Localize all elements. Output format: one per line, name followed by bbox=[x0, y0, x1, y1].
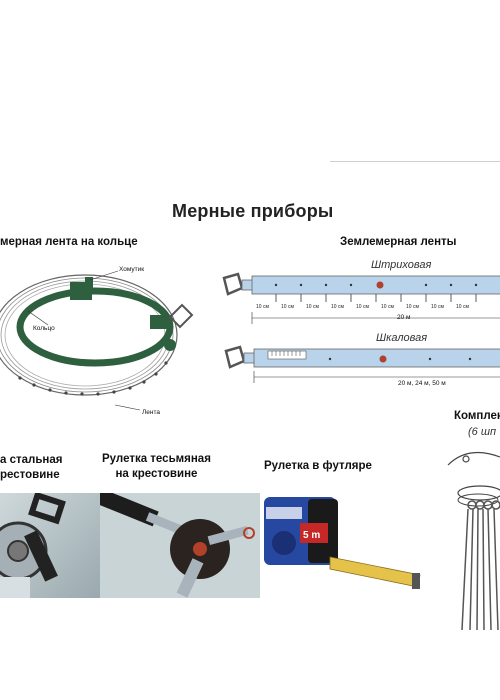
svg-text:10 см: 10 см bbox=[331, 304, 344, 310]
pins-kit-illustration bbox=[447, 451, 500, 631]
svg-text:10 см: 10 см bbox=[256, 304, 269, 310]
svg-text:10 см: 10 см bbox=[406, 304, 419, 310]
top-divider bbox=[330, 161, 500, 162]
ring-tape-heading: мерная лента на кольце bbox=[0, 236, 138, 248]
scale-tape-illustration bbox=[224, 345, 500, 383]
stroke-tape-type: Штриховая bbox=[371, 259, 432, 271]
steel-tape-label-line2: рестовине bbox=[0, 469, 60, 481]
case-tape-badge: 5 m bbox=[303, 530, 321, 541]
fabric-tape-photo bbox=[100, 493, 260, 598]
land-tapes-heading: Землемерная ленты bbox=[340, 236, 457, 248]
case-tape-label: Рулетка в футляре bbox=[264, 460, 372, 472]
svg-text:10 см: 10 см bbox=[431, 304, 444, 310]
stroke-tape-illustration: 10 см 10 см 10 см 10 см 10 см 10 см 10 см 10 … bbox=[222, 272, 500, 324]
svg-text:10 см: 10 см bbox=[356, 304, 369, 310]
stroke-tape-length: 20 м bbox=[397, 314, 411, 321]
steel-tape-label-line1: а стальная bbox=[0, 454, 63, 466]
svg-text:10 см: 10 см bbox=[456, 304, 469, 310]
fabric-tape-label: Рулетка тесьмяная на крестовине bbox=[102, 452, 211, 482]
tape-label: Лента bbox=[142, 409, 160, 416]
steel-tape-label: а стальная рестовине bbox=[0, 453, 62, 483]
steel-tape-photo bbox=[0, 493, 100, 598]
case-tape-photo bbox=[260, 493, 425, 598]
kit-heading: Комплект bbox=[454, 410, 500, 422]
page-title: Мерные приборы bbox=[172, 201, 334, 221]
scale-tape-lengths: 20 м, 24 м, 50 м bbox=[398, 380, 446, 387]
scale-tape-type: Шкаловая bbox=[376, 332, 428, 344]
ring-tape-illustration bbox=[0, 270, 194, 411]
svg-text:10 см: 10 см bbox=[306, 304, 319, 310]
fabric-tape-label-line1: Рулетка тесьмяная bbox=[102, 453, 211, 465]
kit-subheading: (6 шп bbox=[468, 426, 497, 438]
svg-text:10 см: 10 см bbox=[281, 304, 294, 310]
clamp-label: Хомутик bbox=[119, 266, 145, 273]
fabric-tape-label-line2: на крестовине bbox=[115, 468, 198, 480]
svg-text:10 см: 10 см bbox=[381, 304, 394, 310]
ring-label: Кольцо bbox=[33, 325, 55, 332]
